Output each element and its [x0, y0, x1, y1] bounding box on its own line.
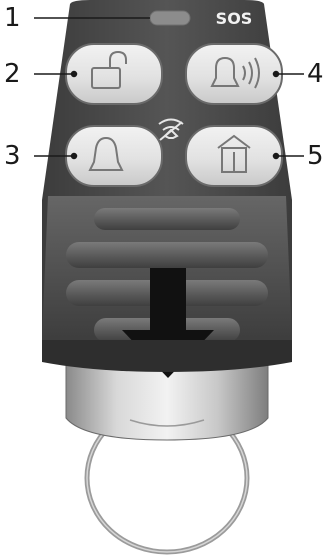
sos-label: SOS [216, 9, 253, 28]
callout-3: 3 [4, 141, 21, 171]
callout-1: 1 [4, 3, 21, 33]
unlock-button[interactable] [65, 43, 163, 105]
status-led [149, 10, 191, 26]
audible-alarm-button[interactable] [185, 43, 283, 105]
callout-lines [34, 17, 304, 160]
bell-button[interactable] [65, 125, 163, 187]
open-padlock-icon [91, 50, 127, 89]
callout-4: 4 [307, 59, 324, 89]
signal-hand-icon [158, 118, 184, 141]
callout-5: 5 [307, 141, 324, 171]
bell-with-sound-waves-icon [210, 56, 260, 89]
bell-icon [88, 136, 124, 171]
callout-2: 2 [4, 59, 21, 89]
home-button[interactable] [185, 125, 283, 187]
metal-clasp [65, 359, 269, 441]
house-icon [217, 134, 251, 173]
cover-cap [42, 340, 292, 372]
